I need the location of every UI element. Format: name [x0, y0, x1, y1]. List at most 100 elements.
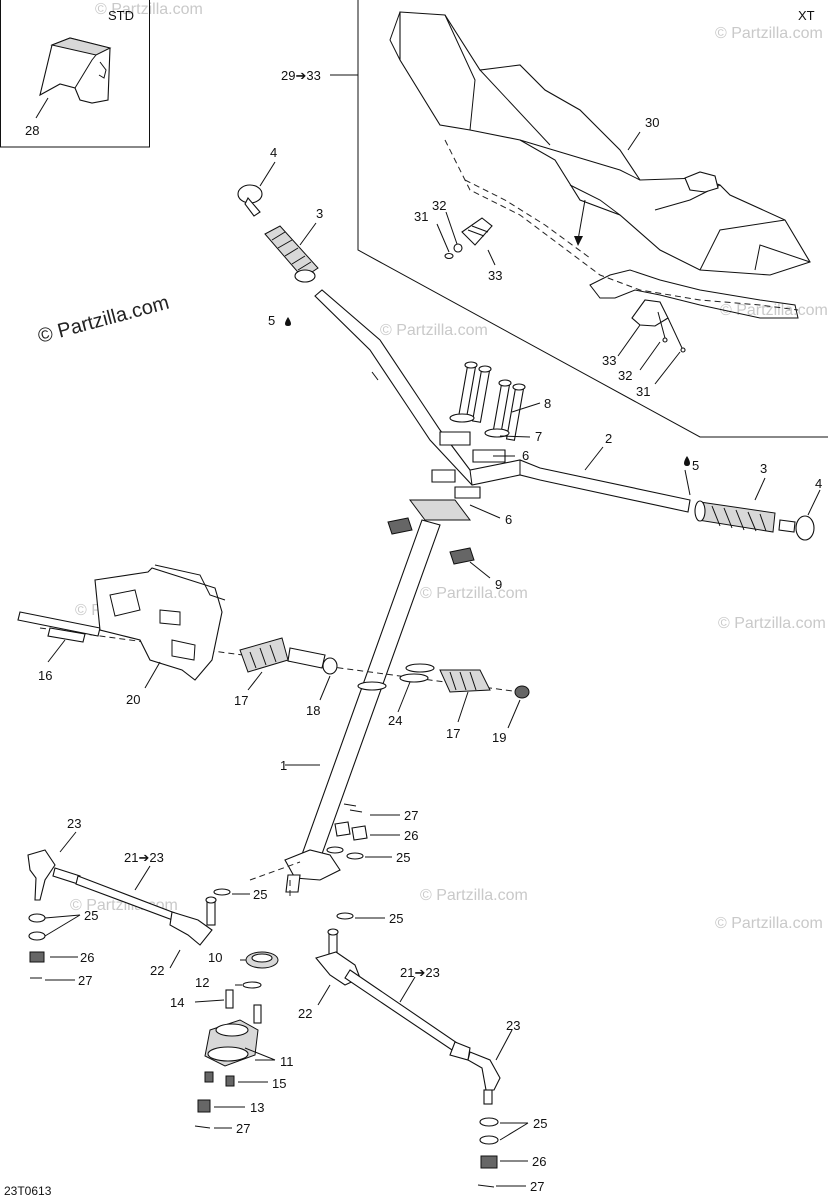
nut — [197, 1099, 211, 1113]
tie-rod-end — [169, 911, 213, 946]
callout-19: 19 — [492, 730, 506, 745]
callout-10: 10 — [208, 950, 222, 965]
washer — [242, 981, 262, 989]
nut — [480, 1155, 498, 1169]
tie-rod-end — [467, 1051, 501, 1091]
watermark-main: © Partzilla.com — [36, 292, 172, 348]
xt-inset: XT 29➔33 30 — [281, 0, 828, 438]
right-tie-rod: 25 22 21➔23 23 25 26 27 — [298, 911, 547, 1194]
washer — [479, 1117, 499, 1127]
lower-cap — [431, 469, 456, 483]
callout-6: 6 — [522, 448, 529, 463]
column-ring — [357, 681, 387, 691]
xt-inset-frame — [357, 0, 828, 438]
left-tie-rod: 23 21➔23 22 25 26 27 — [27, 816, 217, 988]
bolt — [491, 379, 512, 437]
callout-30: 30 — [645, 115, 659, 130]
callout-33: 33 — [488, 268, 502, 283]
xt-handlebar-deflector — [389, 11, 811, 276]
watermark-text: © Partzilla.com — [420, 585, 528, 602]
xt-handlebar — [589, 269, 799, 319]
callout-22: 22 — [150, 963, 164, 978]
column-housing — [204, 1019, 259, 1067]
right-grip — [694, 500, 776, 533]
nut — [514, 685, 530, 699]
callout-4: 4 — [270, 145, 277, 160]
watermark-text: © Partzilla.com — [380, 322, 488, 339]
washer — [449, 413, 475, 423]
callout-11: 11 — [280, 1054, 294, 1069]
callout-5: 5 — [692, 458, 699, 473]
lower-column-support: 25 10 12 14 11 15 13 27 — [170, 887, 294, 1136]
callout-32: 32 — [618, 368, 632, 383]
xt-clamp-large — [631, 299, 686, 353]
std-inset: STD 28 — [0, 0, 150, 148]
callout-24: 24 — [388, 713, 402, 728]
callout-21-23: 21➔23 — [124, 850, 164, 865]
callout-17: 17 — [234, 693, 248, 708]
bolt — [505, 383, 526, 441]
callout-26: 26 — [80, 950, 94, 965]
callout-18: 18 — [306, 703, 320, 718]
nut — [204, 1071, 214, 1083]
arrow — [577, 199, 586, 241]
callout-15: 15 — [272, 1076, 286, 1091]
washer — [326, 846, 344, 854]
washer — [336, 912, 354, 920]
callout-4: 4 — [815, 476, 822, 491]
tie-rod-end — [27, 849, 56, 901]
nut — [351, 825, 368, 841]
callout-25: 25 — [84, 908, 98, 923]
callout-25: 25 — [389, 911, 403, 926]
bearing — [245, 951, 279, 969]
hand-guard-part — [39, 37, 112, 104]
bolt — [225, 989, 234, 1009]
left-grip — [264, 225, 319, 283]
tie-rod — [344, 969, 461, 1053]
leader-line — [35, 97, 49, 119]
right-bar-end — [778, 515, 815, 541]
bolt — [471, 365, 492, 423]
callout-23: 23 — [506, 1018, 520, 1033]
callout-12: 12 — [195, 975, 209, 990]
ghost-handlebar — [444, 139, 799, 311]
handlebar-clamp-bolts: 8 7 6 6 9 — [387, 361, 551, 592]
bolt — [253, 1004, 262, 1024]
callout-7: 7 — [535, 429, 542, 444]
callout-25: 25 — [253, 887, 267, 902]
callout-26: 26 — [532, 1154, 546, 1169]
callout-26: 26 — [404, 828, 418, 843]
lower-cap — [454, 486, 481, 499]
xt-clamp-small — [444, 217, 493, 260]
cotter-pin — [477, 1184, 495, 1188]
callout-25: 25 — [396, 850, 410, 865]
left-bar-end — [237, 184, 263, 217]
callout-25: 25 — [533, 1116, 547, 1131]
callout-3: 3 — [316, 206, 323, 221]
spacer — [287, 647, 338, 675]
callout-2: 2 — [605, 431, 612, 446]
watermark-text: © Partzilla.com — [715, 25, 823, 42]
callout-21-23: 21➔23 — [400, 965, 440, 980]
callout-23: 23 — [67, 816, 81, 831]
callout-32: 32 — [432, 198, 446, 213]
bushing-housing — [439, 669, 491, 693]
callout-13: 13 — [250, 1100, 264, 1115]
callout-28: 28 — [25, 123, 39, 138]
mounting-bolt — [17, 611, 101, 643]
diagram-code: 23T0613 — [4, 1184, 52, 1198]
callout-31: 31 — [636, 384, 650, 399]
callout-27: 27 — [236, 1121, 250, 1136]
watermark-text: © Partzilla.com — [95, 1, 203, 18]
cotter-pin — [343, 803, 363, 813]
callout-20: 20 — [126, 692, 140, 707]
washer — [479, 1135, 499, 1145]
watermarks: © Partzilla.com © Partzilla.com © Partzi… — [36, 1, 828, 932]
nut — [29, 951, 45, 963]
steering-support: 16 20 17 18 24 17 19 — [17, 564, 530, 745]
callout-27: 27 — [78, 973, 92, 988]
upper-cap — [439, 431, 471, 446]
washer — [28, 931, 46, 941]
std-inset-frame — [0, 0, 150, 148]
